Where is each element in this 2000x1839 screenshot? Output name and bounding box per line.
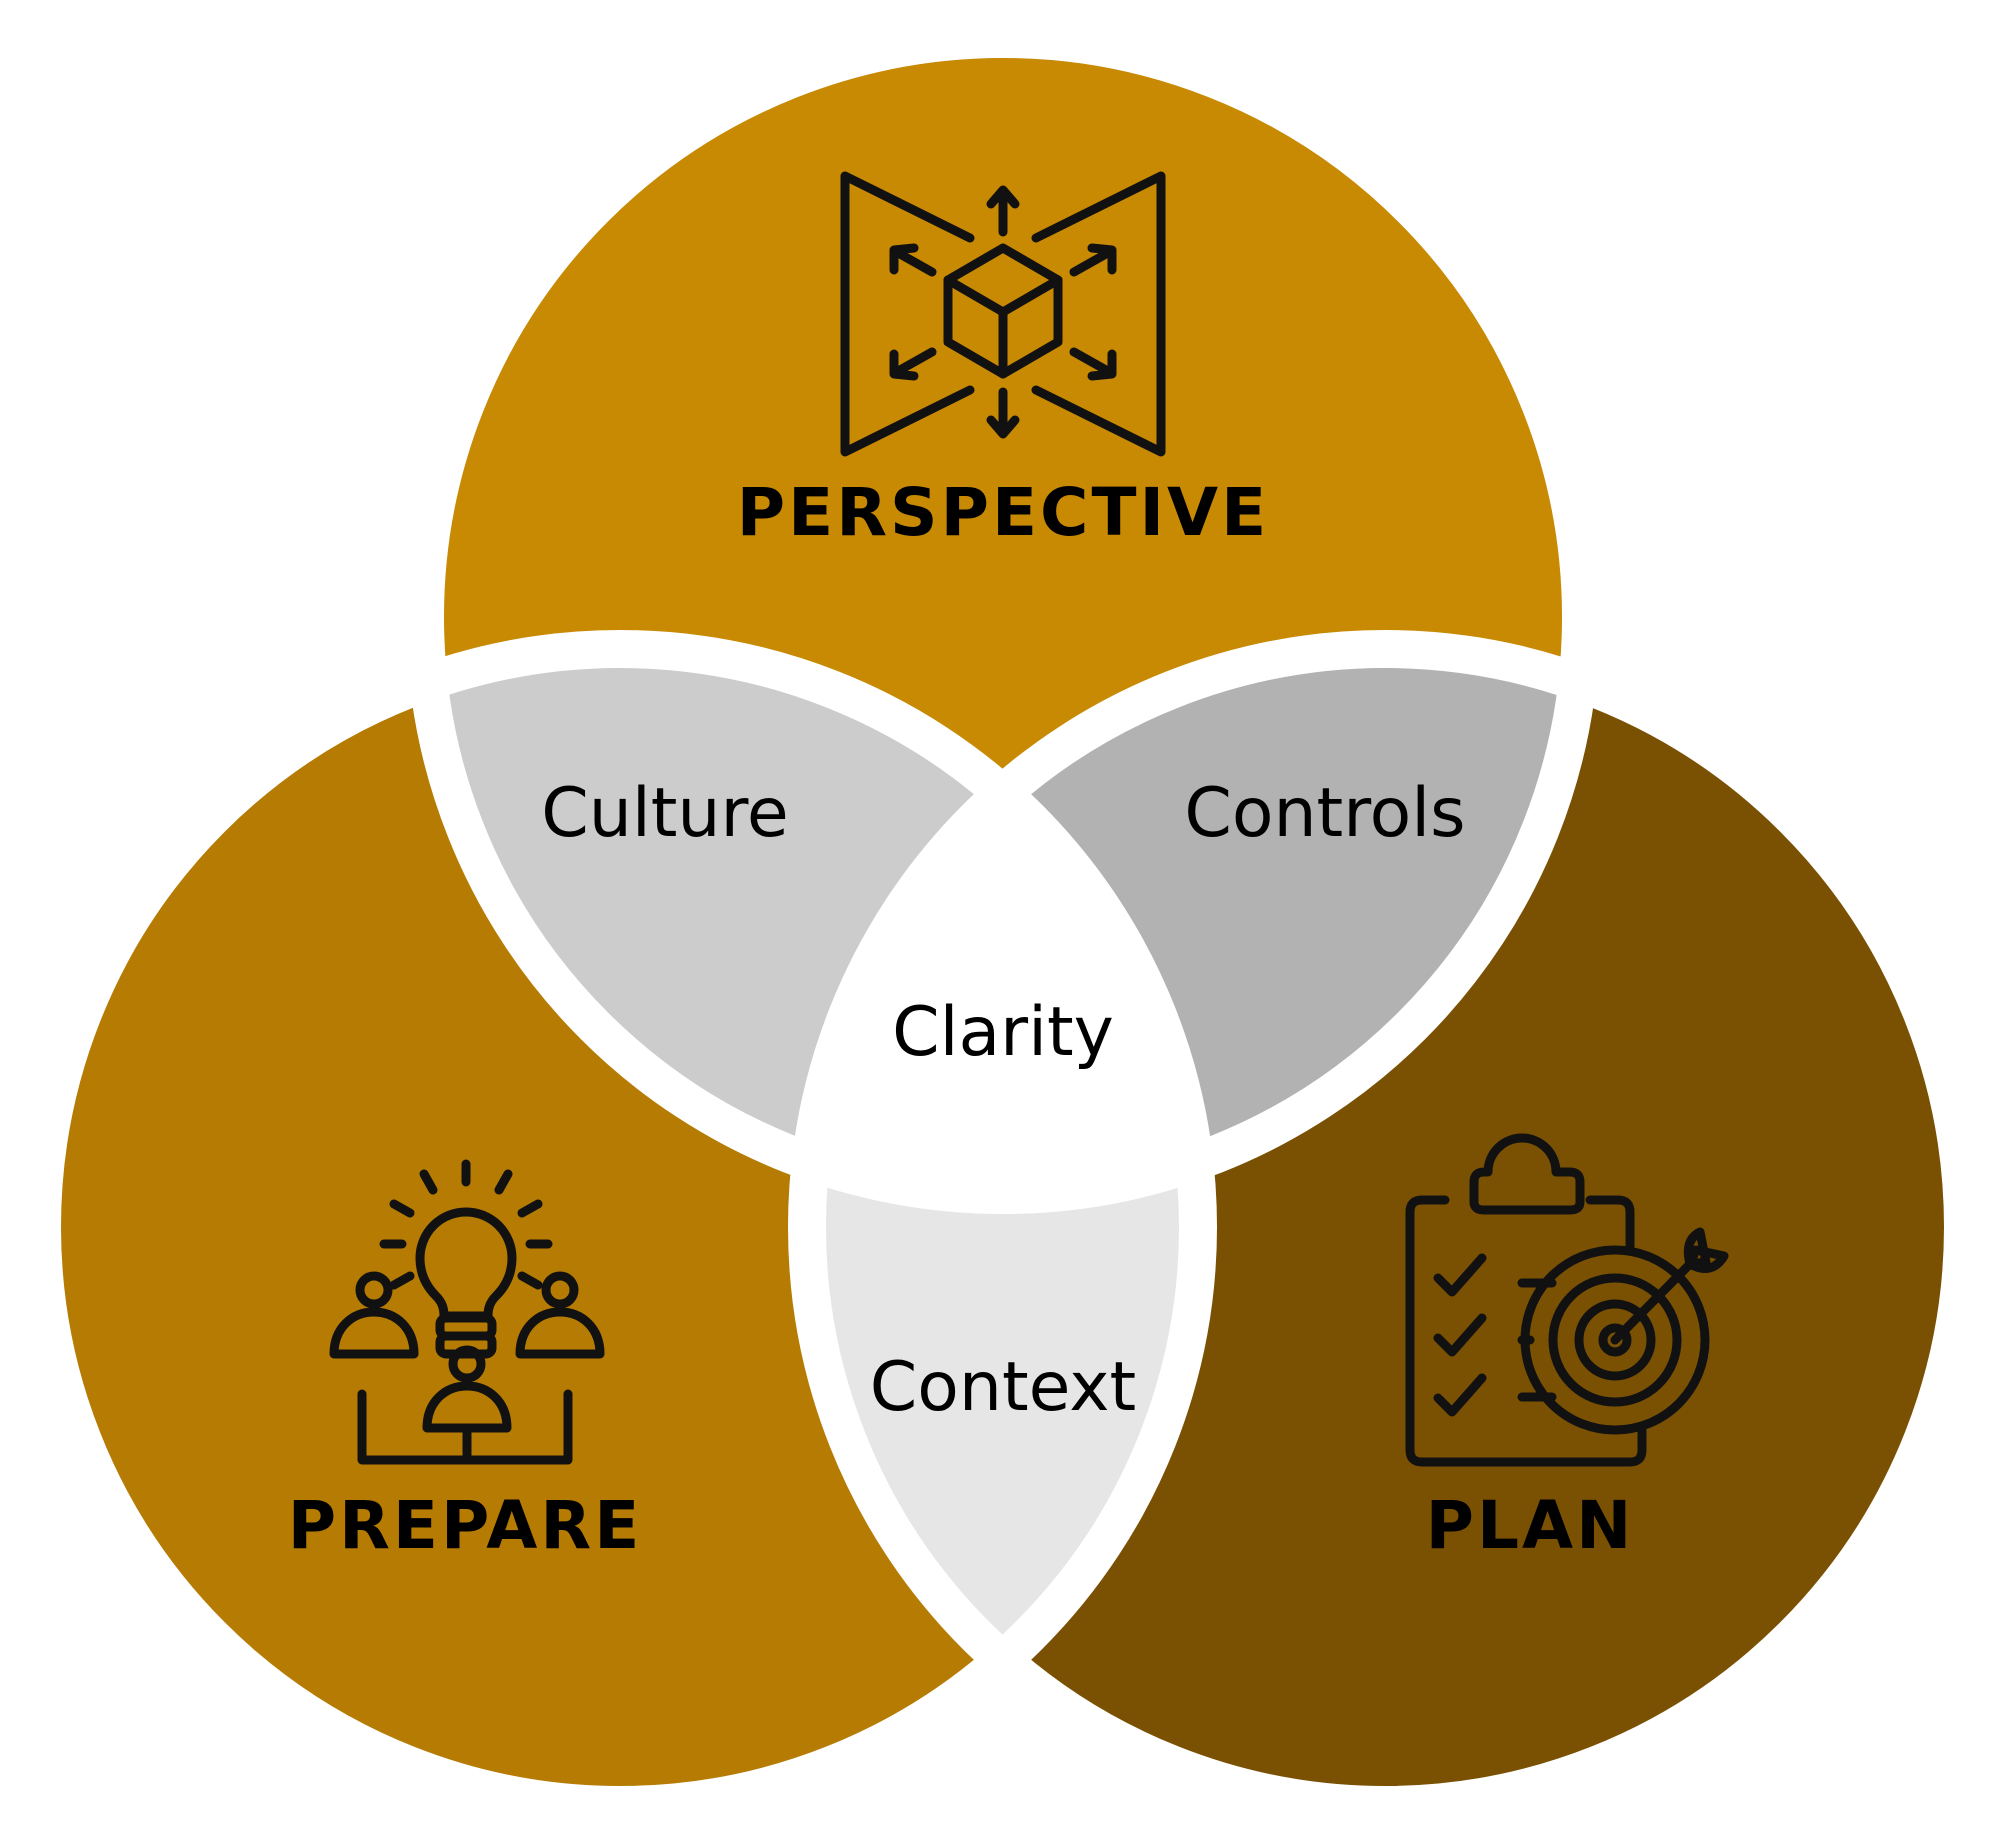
circle-outlines xyxy=(23,20,1982,1824)
team-idea-icon xyxy=(329,1159,605,1465)
controls-label: Controls xyxy=(1184,774,1465,853)
culture-label: Culture xyxy=(541,774,789,853)
perspective-cube-icon xyxy=(840,171,1166,457)
prepare-label: PREPARE xyxy=(288,1487,643,1564)
clipboard-target-icon xyxy=(1405,1133,1729,1467)
context-label: Context xyxy=(870,1348,1136,1427)
clarity-overlap xyxy=(807,649,1198,1195)
clarity-label: Clarity xyxy=(892,993,1114,1072)
perspective-label: PERSPECTIVE xyxy=(737,474,1269,551)
plan-label: PLAN xyxy=(1426,1487,1635,1564)
